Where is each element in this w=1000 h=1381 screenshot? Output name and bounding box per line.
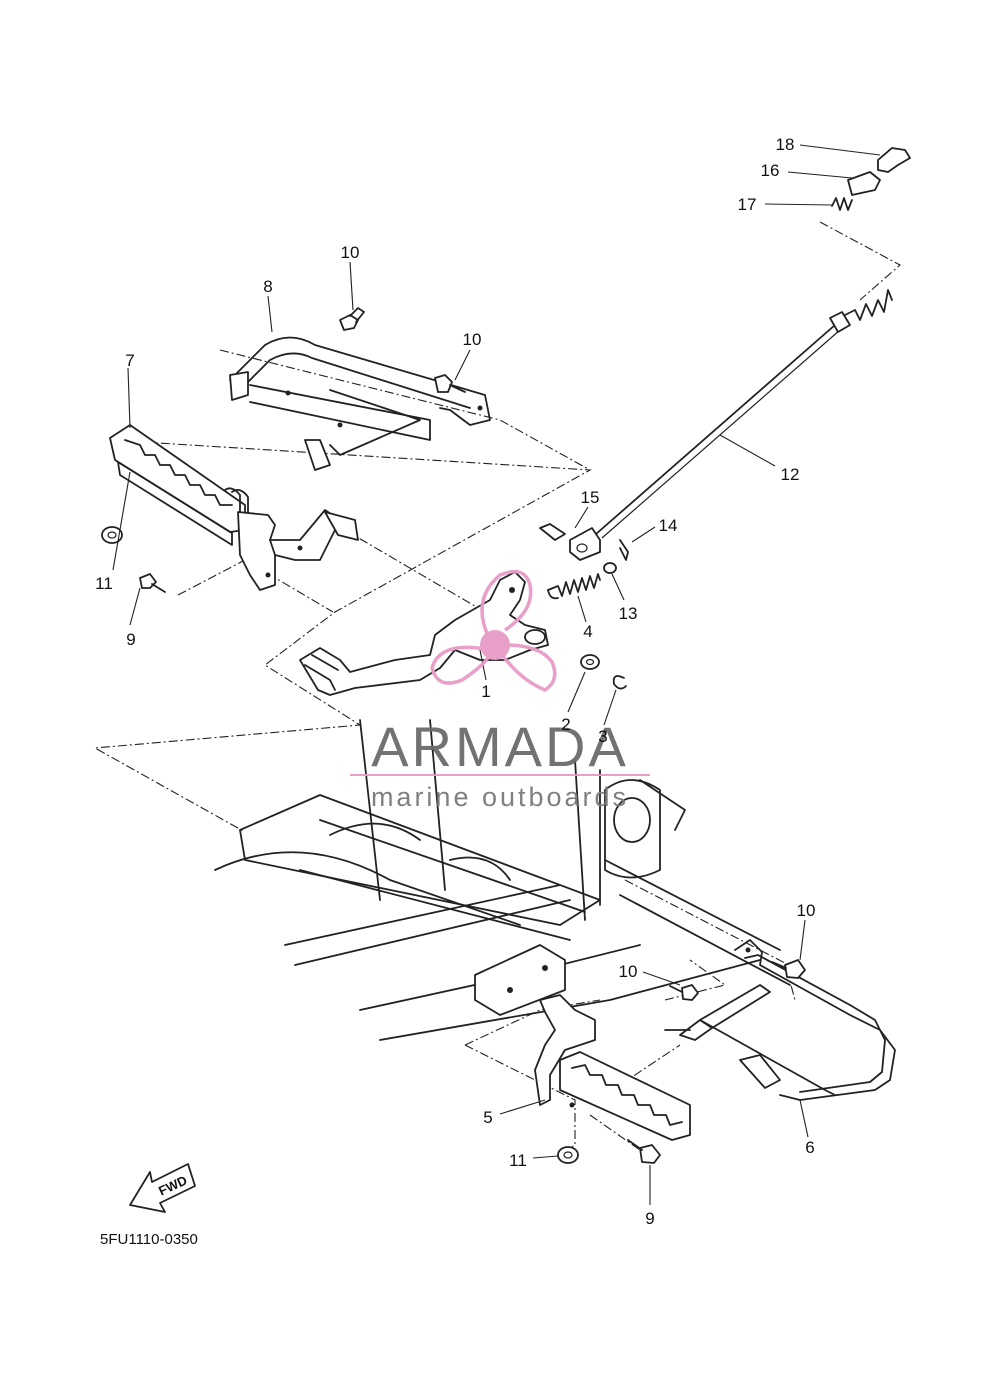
- callout-2: 2: [561, 715, 570, 734]
- part-7-left-footpeg: [109, 424, 359, 591]
- frame-chassis: [214, 719, 791, 1041]
- callout-10-top-left: 10: [341, 243, 360, 262]
- fwd-direction-arrow: FWD: [129, 1163, 196, 1213]
- callout-10-right-upper: 10: [797, 901, 816, 920]
- callout-14: 14: [659, 516, 678, 535]
- callout-10-top-middle: 10: [463, 330, 482, 349]
- small-hardware-parts: [539, 523, 629, 690]
- callout-9-right: 9: [645, 1209, 654, 1228]
- fasteners: [101, 307, 806, 1164]
- logo-propeller-blades: [430, 569, 557, 692]
- callout-15: 15: [581, 488, 600, 507]
- callout-3: 3: [598, 727, 607, 746]
- watermark-brand: ARMADA: [371, 715, 629, 778]
- callout-8: 8: [263, 277, 272, 296]
- callout-11-left: 11: [95, 574, 113, 593]
- logo-propeller-hub: [480, 630, 510, 660]
- callout-4: 4: [583, 622, 592, 641]
- callout-18: 18: [776, 135, 795, 154]
- callout-10-right-middle: 10: [619, 962, 638, 981]
- watermark-tagline: marine outboards: [371, 782, 629, 812]
- callout-5: 5: [483, 1108, 492, 1127]
- diagram-code: 5FU1110-0350: [100, 1231, 198, 1248]
- callout-labels: 18 16 17 10 8 10 7 12 15 14 11 13 4 9 1 …: [95, 135, 815, 1228]
- watermark: ARMADA marine outboards: [350, 569, 650, 812]
- callout-11-right: 11: [509, 1151, 527, 1170]
- part-5-right-footpeg: [534, 994, 691, 1141]
- callout-17: 17: [738, 195, 757, 214]
- callout-9-left: 9: [126, 630, 135, 649]
- part-6-right-footrest-bracket: [664, 939, 896, 1101]
- callout-12: 12: [781, 465, 800, 484]
- adjuster-parts: [831, 147, 911, 211]
- callout-13: 13: [619, 604, 638, 623]
- callout-16: 16: [761, 161, 780, 180]
- callout-6: 6: [805, 1138, 814, 1157]
- brand-logo-propeller: [430, 569, 557, 692]
- leader-lines: [112, 144, 881, 1205]
- part-1-brake-pedal: [299, 571, 549, 696]
- callout-1: 1: [481, 682, 490, 701]
- assembly-guide-lines: [93, 221, 901, 1156]
- part-8-left-footrest-bracket: [229, 336, 491, 471]
- callout-7: 7: [125, 351, 134, 370]
- part-12-brake-rod: [595, 289, 893, 539]
